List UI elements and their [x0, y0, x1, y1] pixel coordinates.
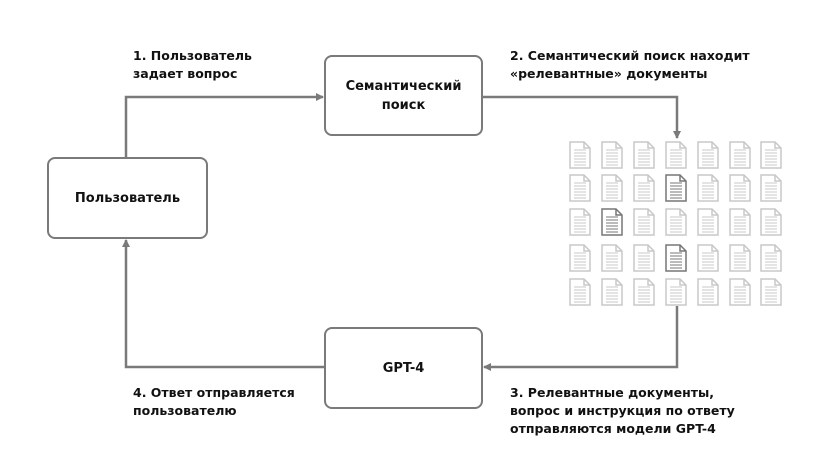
- arrow-docs-to-gpt: [483, 306, 679, 371]
- document-icon: [760, 174, 782, 202]
- document-icon: [665, 141, 687, 169]
- step-3-line: отправляются модели GPT-4: [510, 421, 716, 436]
- step-2-line: «релевантные» документы: [510, 66, 708, 81]
- document-icon: [729, 174, 751, 202]
- user-node: Пользователь: [47, 157, 208, 239]
- step-3-line: 3. Релевантные документы,: [510, 385, 715, 400]
- document-icon: [633, 208, 655, 236]
- document-icon: [729, 244, 751, 272]
- document-icon: [729, 141, 751, 169]
- document-icon: [601, 278, 623, 306]
- document-icon: [665, 278, 687, 306]
- document-icon: [633, 244, 655, 272]
- semantic-search-node: Семантический поиск: [324, 55, 483, 136]
- step-2-label: 2. Семантический поиск находит «релевантн…: [510, 47, 750, 83]
- document-icon: [729, 208, 751, 236]
- document-icon: [760, 278, 782, 306]
- document-icon: [601, 244, 623, 272]
- document-icon: [760, 141, 782, 169]
- step-3-label: 3. Релевантные документы, вопрос и инстру…: [510, 384, 735, 438]
- document-icon: [697, 174, 719, 202]
- document-icon: [633, 141, 655, 169]
- document-grid: [569, 141, 782, 306]
- relevant-document-icon: [665, 244, 687, 272]
- step-1-label: 1. Пользователь задает вопрос: [133, 47, 252, 83]
- document-icon: [569, 174, 591, 202]
- document-icon: [569, 141, 591, 169]
- arrow-search-to-docs: [482, 95, 681, 139]
- user-label: Пользователь: [74, 190, 181, 206]
- step-3-line: вопрос и инструкция по ответу: [510, 403, 735, 418]
- document-icon: [760, 208, 782, 236]
- document-icon: [569, 208, 591, 236]
- arrow-user-to-search: [124, 93, 324, 157]
- step-4-line: 4. Ответ отправляется: [133, 385, 295, 400]
- step-2-line: 2. Семантический поиск находит: [510, 48, 750, 63]
- document-icon: [697, 278, 719, 306]
- document-icon: [697, 244, 719, 272]
- semantic-search-label: Семантический поиск: [345, 78, 462, 113]
- document-icon: [601, 174, 623, 202]
- document-icon: [633, 278, 655, 306]
- document-icon: [633, 174, 655, 202]
- document-icon: [697, 141, 719, 169]
- gpt4-node: GPT-4: [324, 327, 483, 409]
- document-icon: [665, 208, 687, 236]
- step-1-line: задает вопрос: [133, 66, 238, 81]
- step-4-label: 4. Ответ отправляется пользователю: [133, 384, 295, 420]
- document-icon: [601, 141, 623, 169]
- document-icon: [569, 244, 591, 272]
- document-icon: [760, 244, 782, 272]
- document-icon: [729, 278, 751, 306]
- arrow-gpt-to-user: [122, 239, 325, 369]
- document-icon: [569, 278, 591, 306]
- step-4-line: пользователю: [133, 403, 237, 418]
- document-icon: [697, 208, 719, 236]
- relevant-document-icon: [601, 208, 623, 236]
- step-1-line: 1. Пользователь: [133, 48, 252, 63]
- relevant-document-icon: [665, 174, 687, 202]
- gpt4-label: GPT-4: [382, 360, 425, 376]
